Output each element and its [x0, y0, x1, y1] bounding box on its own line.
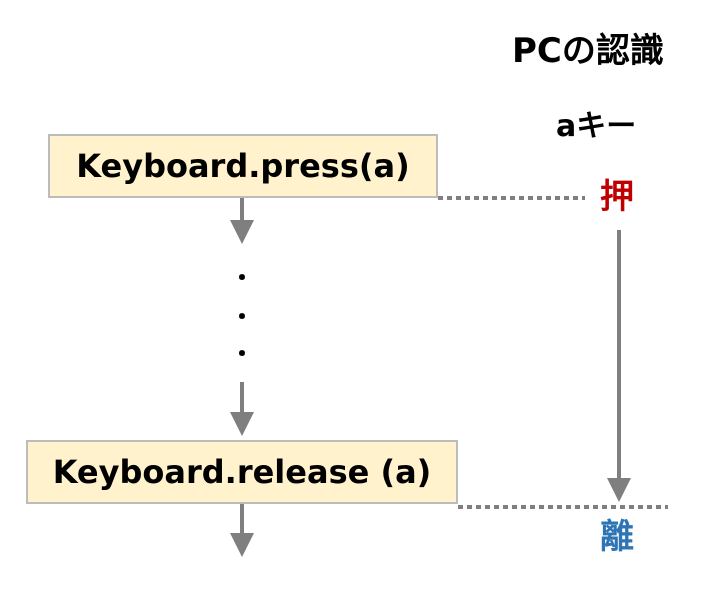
ellipsis-dot-2: ・ [230, 303, 254, 331]
keyboard-release-box: Keyboard.release (a) [26, 440, 458, 504]
released-state-label: 離 [600, 517, 634, 557]
ellipsis-dot-3: ・ [230, 340, 254, 368]
keyboard-press-box: Keyboard.press(a) [48, 134, 438, 198]
pc-recognition-title: PCの認識 [512, 31, 664, 71]
pressed-state-label: 押 [600, 177, 634, 217]
a-key-label: aキー [556, 109, 637, 144]
ellipsis-dot-1: ・ [230, 264, 254, 292]
